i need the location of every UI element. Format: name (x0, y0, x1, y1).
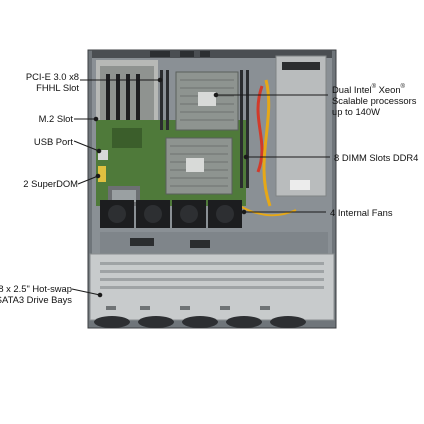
dimm-slots (160, 70, 249, 188)
label-xeon-line1: Dual Intel® Xeon® (332, 84, 405, 95)
leader-lines (71, 77, 330, 298)
label-pcie-slot: PCI-E 3.0 x8 FHHL Slot (26, 71, 79, 93)
label-pcie-line1: PCI-E 3.0 x8 (25, 71, 79, 82)
label-dimm: 8 DIMM Slots DDR4 (334, 152, 419, 163)
label-hotswap-bays: 8 x 2.5" Hot-swap SATA3 Drive Bays (0, 283, 72, 305)
label-hotswap-line2: SATA3 Drive Bays (0, 294, 72, 305)
label-xeon-line3: up to 140W (332, 106, 380, 117)
power-supply (275, 55, 327, 197)
rear-io-strip (92, 50, 332, 58)
label-pcie-line2: FHHL Slot (36, 82, 79, 93)
label-fans: 4 Internal Fans (330, 207, 393, 218)
label-usb-port: USB Port (33, 136, 73, 147)
label-hotswap-line1: 8 x 2.5" Hot-swap (0, 283, 72, 294)
label-m2-slot: M.2 Slot (38, 113, 73, 124)
label-superdom: 2 SuperDOM (23, 178, 78, 189)
cable-red (256, 85, 264, 173)
label-xeon-line2: Scalable processors (332, 95, 417, 106)
cable-yellow (262, 79, 272, 207)
front-feet (94, 316, 306, 328)
label-xeon: Dual Intel® Xeon® Scalable processors up… (332, 84, 416, 117)
internal-fans (100, 200, 242, 228)
